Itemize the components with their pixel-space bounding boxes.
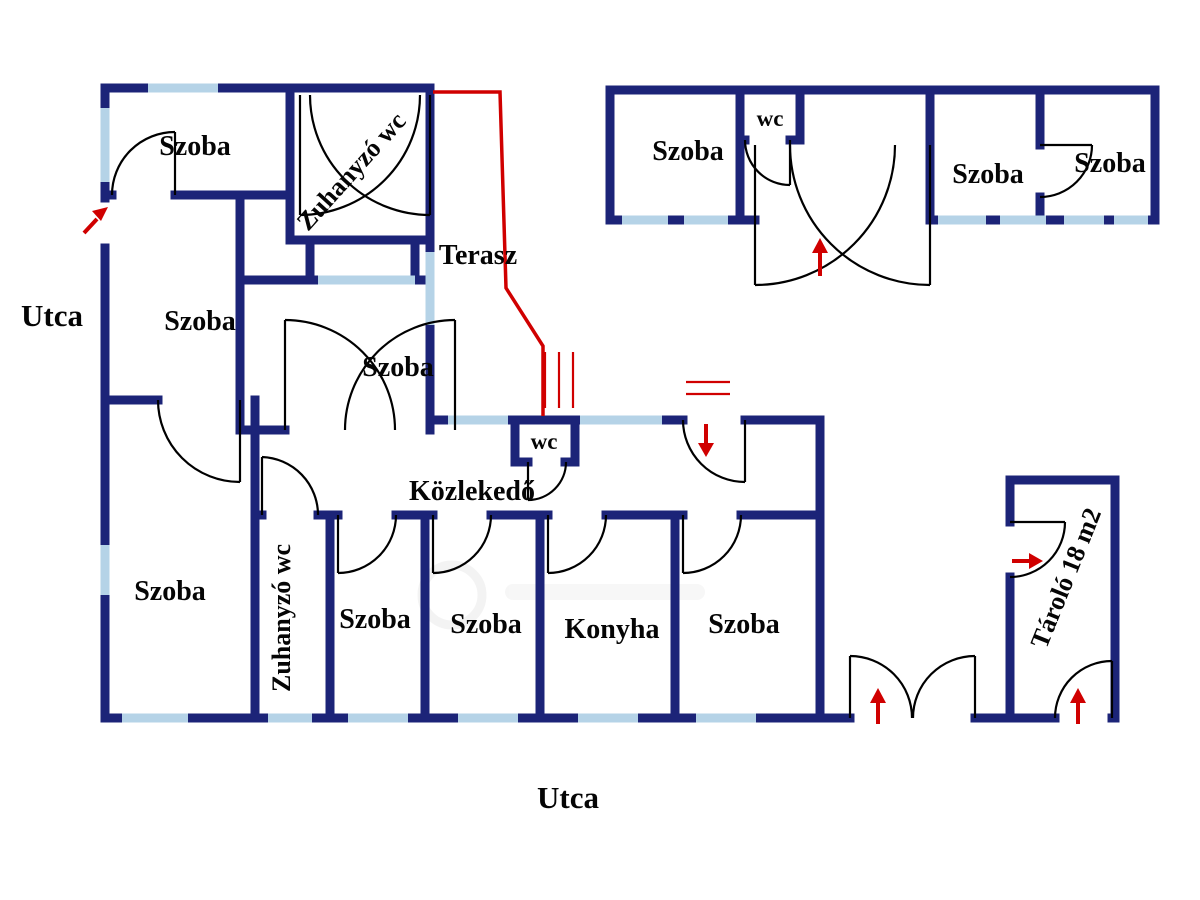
label-room-bottom-left: Szoba (134, 576, 206, 607)
label-street-left: Utca (21, 298, 83, 333)
label-room-b2: Szoba (450, 609, 522, 640)
red-boundary-line (433, 90, 730, 416)
door-arcs (110, 94, 1114, 719)
label-annex-room-mid: Szoba (952, 159, 1024, 190)
entrance-arrow-hall-down (698, 424, 714, 457)
label-annex-room-right: Szoba (1074, 148, 1146, 179)
storage-building-walls (1005, 475, 1120, 723)
label-street-bottom: Utca (537, 780, 599, 815)
label-room-mid-left: Szoba (164, 306, 236, 337)
room-labels: Szoba Zuhanyzó wc Terasz Utca Szoba Szob… (21, 106, 1146, 815)
label-room-center: Szoba (362, 352, 434, 383)
label-room-b3: Szoba (708, 609, 780, 640)
entrance-arrow-storage-side (1012, 553, 1043, 569)
label-corridor: Közlekedő (409, 476, 535, 507)
label-terrace: Terasz (439, 240, 517, 271)
label-wc-annex: wc (757, 106, 784, 131)
windows (100, 83, 1148, 723)
entrance-arrow-annex-up (812, 238, 828, 276)
label-annex-room-left: Szoba (652, 136, 724, 167)
main-building-walls (100, 83, 825, 723)
label-kitchen: Konyha (565, 614, 660, 645)
label-room-b1: Szoba (339, 604, 411, 635)
entrance-arrow-storage-up (1070, 688, 1086, 724)
label-shower-wc-bottom: Zuhanyzó wc (267, 544, 296, 692)
entrance-arrow-left (82, 207, 108, 235)
label-room-top-left: Szoba (159, 131, 231, 162)
label-wc-main: wc (531, 429, 558, 454)
entrance-arrow-yard-up (870, 688, 886, 724)
